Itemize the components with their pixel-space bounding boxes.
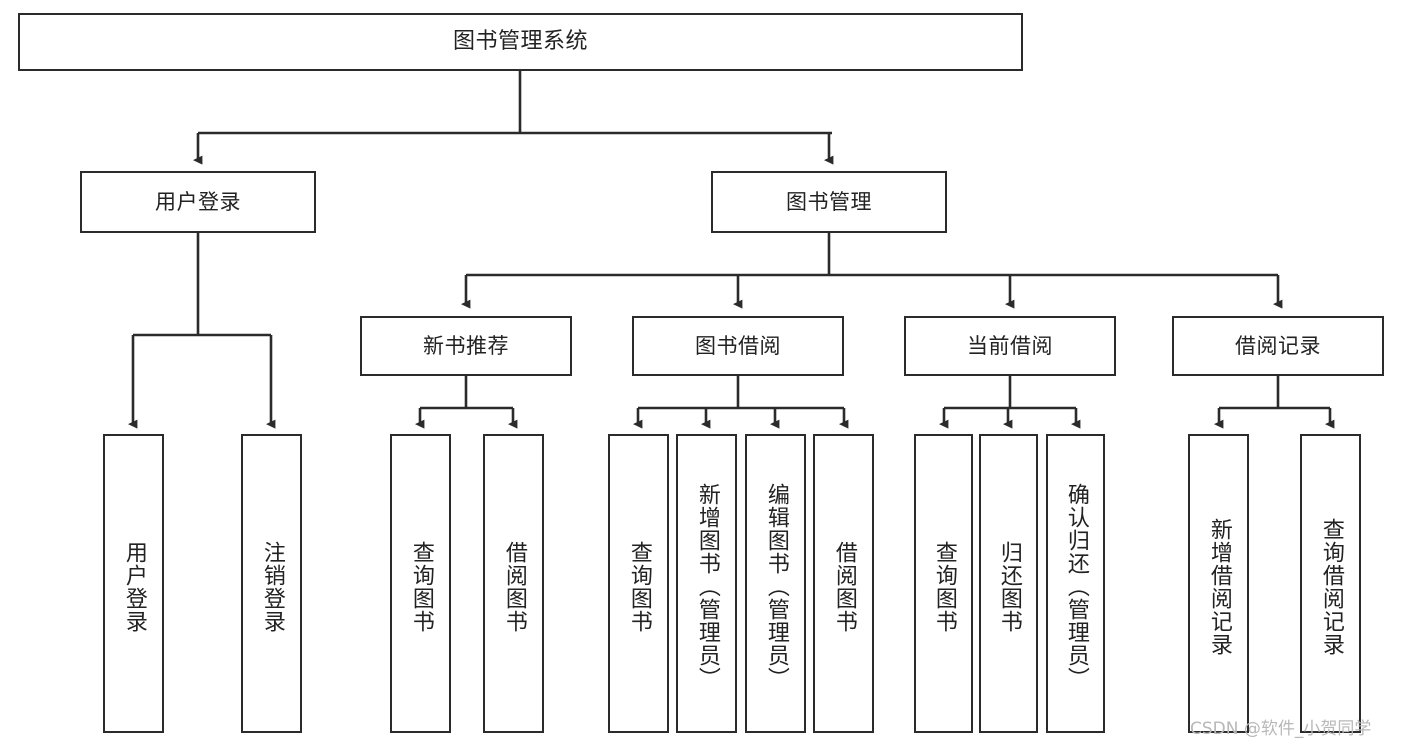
node-user-login[interactable]: 用户登录: [80, 171, 316, 233]
node-label: 图书借阅: [695, 333, 781, 358]
node-label: 用户登录: [155, 189, 241, 214]
node-new-book-recommend[interactable]: 新书推荐: [360, 316, 572, 376]
leaf-borrow-add-book-admin[interactable]: 新增图书（管理员）: [676, 434, 737, 733]
node-label: 编辑图书（管理员）: [763, 483, 789, 690]
node-current-borrow[interactable]: 当前借阅: [904, 316, 1116, 376]
leaf-borrow-edit-book-admin[interactable]: 编辑图书（管理员）: [745, 434, 806, 733]
csdn-watermark: CSDN @软件_小贺同学: [1190, 719, 1372, 739]
node-label: 用户登录: [121, 540, 147, 633]
node-label: 查询借阅记录: [1318, 517, 1344, 656]
leaf-current-query-book[interactable]: 查询图书: [914, 434, 973, 733]
node-root-system[interactable]: 图书管理系统: [18, 13, 1023, 71]
leaf-record-query-record[interactable]: 查询借阅记录: [1300, 434, 1361, 733]
node-label: 当前借阅: [967, 333, 1053, 358]
node-label: 图书管理: [786, 189, 872, 214]
node-label: 归还图书: [996, 540, 1022, 633]
node-label: 查询图书: [408, 540, 434, 633]
leaf-recommend-borrow-book[interactable]: 借阅图书: [483, 434, 544, 733]
leaf-user-login-login[interactable]: 用户登录: [103, 434, 164, 733]
node-label: 查询图书: [931, 540, 957, 633]
node-label: 确认归还（管理员）: [1063, 483, 1089, 690]
node-label: 新增图书（管理员）: [694, 483, 720, 690]
leaf-recommend-query-book[interactable]: 查询图书: [390, 434, 451, 733]
node-book-borrow[interactable]: 图书借阅: [632, 316, 844, 376]
leaf-borrow-query-book[interactable]: 查询图书: [608, 434, 669, 733]
leaf-current-confirm-return-admin[interactable]: 确认归还（管理员）: [1046, 434, 1105, 733]
leaf-current-return-book[interactable]: 归还图书: [979, 434, 1038, 733]
node-label: 注销登录: [259, 540, 285, 633]
leaf-record-add-record[interactable]: 新增借阅记录: [1188, 434, 1249, 733]
node-label: 图书管理系统: [452, 29, 588, 55]
node-borrow-record[interactable]: 借阅记录: [1172, 316, 1384, 376]
node-label: 借阅图书: [831, 540, 857, 633]
leaf-user-login-logout[interactable]: 注销登录: [241, 434, 302, 733]
node-book-management[interactable]: 图书管理: [711, 171, 947, 233]
node-label: 新增借阅记录: [1206, 517, 1232, 656]
node-label: 新书推荐: [423, 333, 509, 358]
node-label: 借阅图书: [501, 540, 527, 633]
node-label: 借阅记录: [1235, 333, 1321, 358]
node-label: 查询图书: [626, 540, 652, 633]
leaf-borrow-borrow-book[interactable]: 借阅图书: [813, 434, 874, 733]
